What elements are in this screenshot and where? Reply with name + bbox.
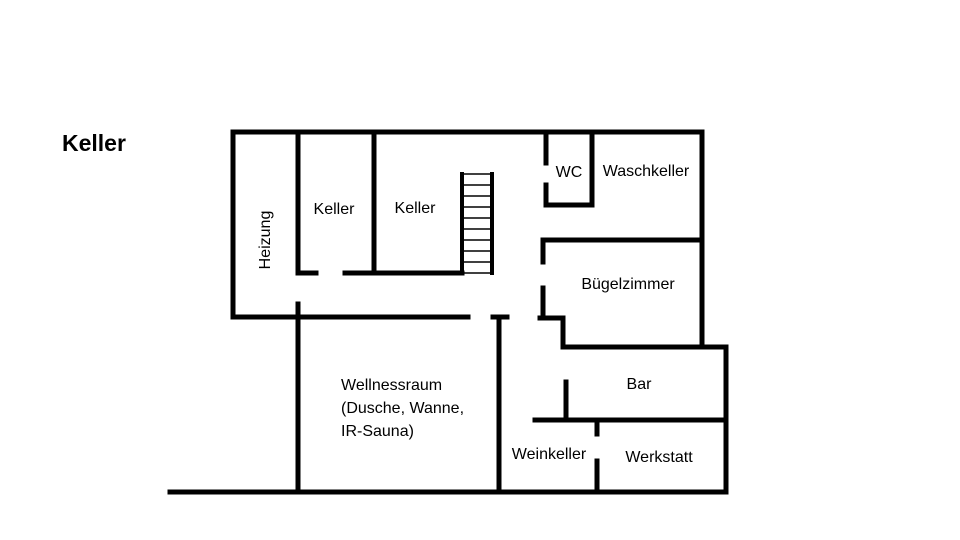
room-label-wellnessraum-3: IR-Sauna) [341,423,414,440]
room-label-waschkeller: Waschkeller [603,163,690,180]
room-label-keller-1: Keller [314,201,356,218]
room-label-wellnessraum-2: (Dusche, Wanne, [341,400,464,417]
plan-title: Keller [62,130,126,156]
room-label-wc: WC [556,164,583,181]
room-label-wellnessraum-1: Wellnessraum [341,377,442,394]
room-label-heizung: Heizung [257,211,274,270]
room-label-werkstatt: Werkstatt [625,449,693,466]
room-label-weinkeller: Weinkeller [512,446,587,463]
walls [167,129,729,495]
staircase [460,172,494,275]
room-label-buegelzimmer: Bügelzimmer [581,276,675,293]
room-label-keller-2: Keller [395,200,437,217]
room-label-bar: Bar [627,376,653,393]
